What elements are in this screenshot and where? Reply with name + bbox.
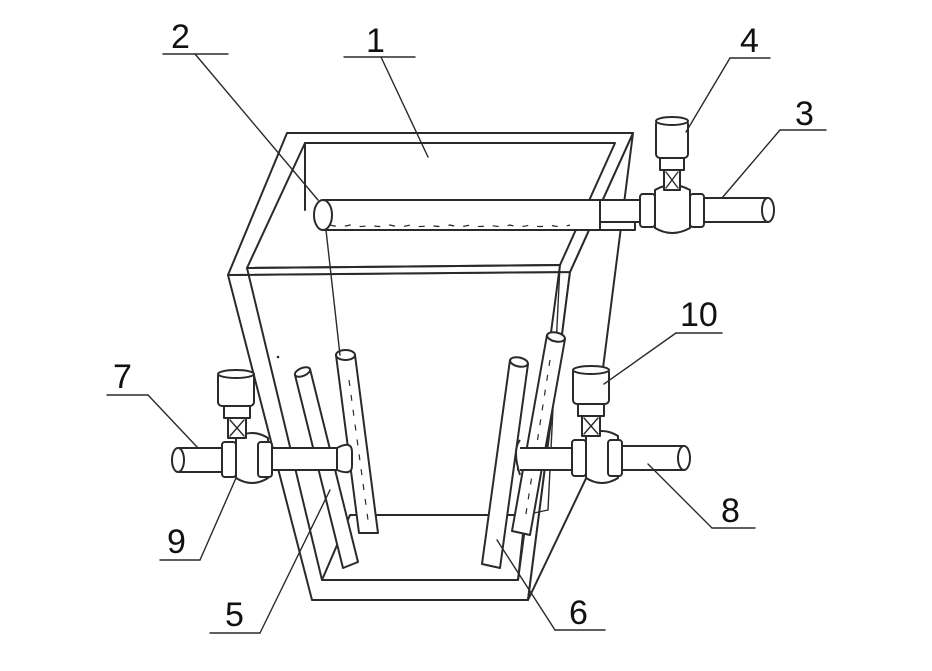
label-10: 10: [680, 296, 718, 334]
spray-pipe-end: [313, 199, 333, 231]
speck: [276, 355, 280, 359]
leader-7: [147, 394, 199, 449]
right-tube-group: [481, 331, 566, 569]
right-flange-right: [607, 439, 623, 477]
drop-pipe: [325, 229, 341, 356]
leader-6: [496, 539, 556, 631]
callout-labels: 1 2 3 4 5 6 7 8 9 10: [113, 18, 814, 634]
right-pipe-inner: [517, 447, 581, 471]
inlet-valve-body: [654, 184, 691, 234]
leader-3: [721, 129, 781, 199]
right-actuator-cap: [572, 365, 610, 375]
inlet-flange-right: [689, 193, 705, 228]
right-lower-pipe-assembly: [515, 365, 691, 484]
left-pipe-end: [171, 447, 185, 473]
left-pipe-inner: [271, 447, 345, 471]
label-5: 5: [225, 596, 244, 634]
inlet-pipe-outer: [703, 197, 769, 223]
leader-8: [647, 463, 713, 529]
tank: [227, 132, 634, 601]
label-4: 4: [740, 22, 759, 60]
leader-5: [259, 489, 331, 634]
spray-holes: [329, 224, 571, 228]
label-2: 2: [171, 18, 190, 56]
label-7: 7: [113, 358, 132, 396]
right-pipe-end: [677, 445, 691, 471]
label-6: 6: [569, 594, 588, 632]
left-flange-right: [257, 441, 273, 478]
right-pipe-tee: [515, 439, 521, 476]
label-9: 9: [167, 523, 186, 561]
tube-6-front-cap: [509, 356, 529, 368]
tube-6-back-cap: [546, 331, 566, 343]
left-pipe-assembly: [171, 369, 353, 484]
label-8: 8: [721, 492, 740, 530]
inlet-valve-yoke: [665, 171, 679, 189]
leader-lines: [106, 53, 827, 634]
inlet-pipe-assembly: [599, 116, 775, 234]
left-flange-left: [221, 441, 237, 478]
left-actuator-cap: [217, 369, 255, 379]
tube-5-front-cap: [335, 349, 356, 361]
inlet-actuator-cap: [655, 116, 689, 126]
leader-1: [380, 56, 429, 158]
inlet-valve-bonnet: [659, 157, 685, 171]
tube-5-back-cap: [293, 366, 312, 378]
inlet-pipe-end: [761, 197, 775, 223]
leader-10: [603, 332, 677, 385]
left-valve-yoke: [229, 419, 245, 437]
tube-6-holes: [524, 359, 551, 521]
label-1: 1: [366, 22, 385, 60]
right-pipe-outer: [621, 445, 685, 471]
spray-pipe-body: [322, 199, 601, 231]
left-pipe-tee: [336, 443, 353, 474]
label-3: 3: [795, 95, 814, 133]
leader-9: [199, 477, 237, 561]
right-valve-yoke: [583, 417, 599, 435]
leader-2: [194, 53, 319, 201]
spray-pipe: [313, 199, 636, 231]
right-flange-left: [571, 439, 587, 477]
leader-4: [685, 57, 731, 133]
inlet-flange-left: [639, 193, 656, 228]
